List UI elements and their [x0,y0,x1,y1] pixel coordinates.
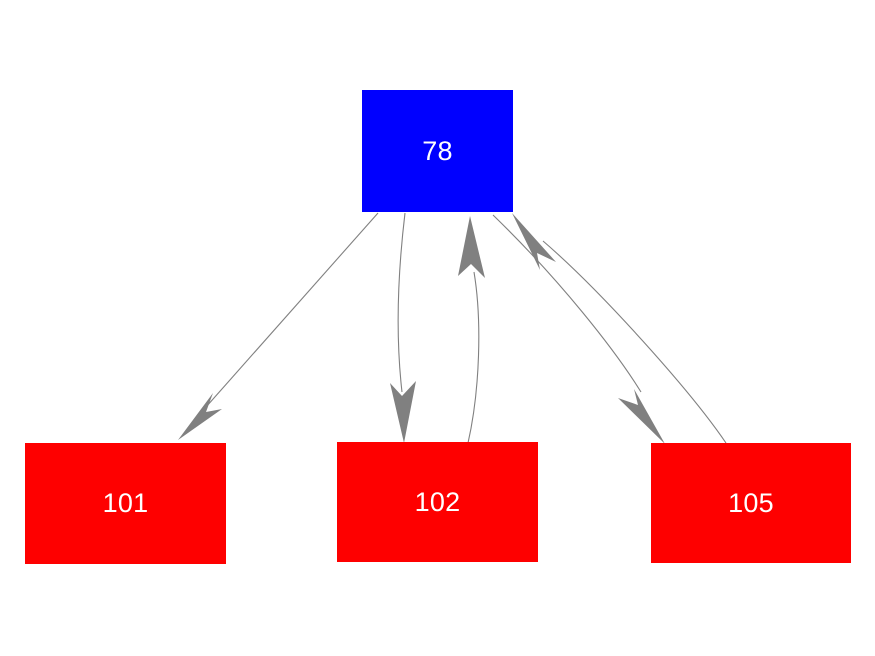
edge-102-to-78-arrowhead [458,216,485,278]
edge-78-to-105-arrowhead [618,389,665,444]
node-102[interactable]: 102 [337,442,538,562]
node-102-label: 102 [414,486,461,517]
edge-102-to-78[interactable] [458,216,485,444]
node-105-label: 105 [728,487,774,518]
edge-78-to-105[interactable] [492,214,665,444]
node-78-label: 78 [422,135,453,166]
edge-78-to-101-arrowhead [178,393,222,440]
edge-105-to-78-arrowhead [512,213,556,270]
edge-78-to-101[interactable] [178,212,379,440]
node-105[interactable]: 105 [651,443,851,563]
edge-105-to-78-line [542,240,727,444]
edge-78-to-102-line [397,212,406,393]
edge-105-to-78[interactable] [512,213,727,444]
edge-78-to-102-arrowhead [390,381,416,443]
node-101-label: 101 [102,488,149,518]
node-101[interactable]: 101 [25,443,226,564]
edge-78-to-101-line [205,212,379,408]
edge-78-to-105-line [492,214,642,393]
edge-102-to-78-line [467,271,480,444]
edge-78-to-102[interactable] [390,212,416,443]
node-78[interactable]: 78 [362,90,513,212]
